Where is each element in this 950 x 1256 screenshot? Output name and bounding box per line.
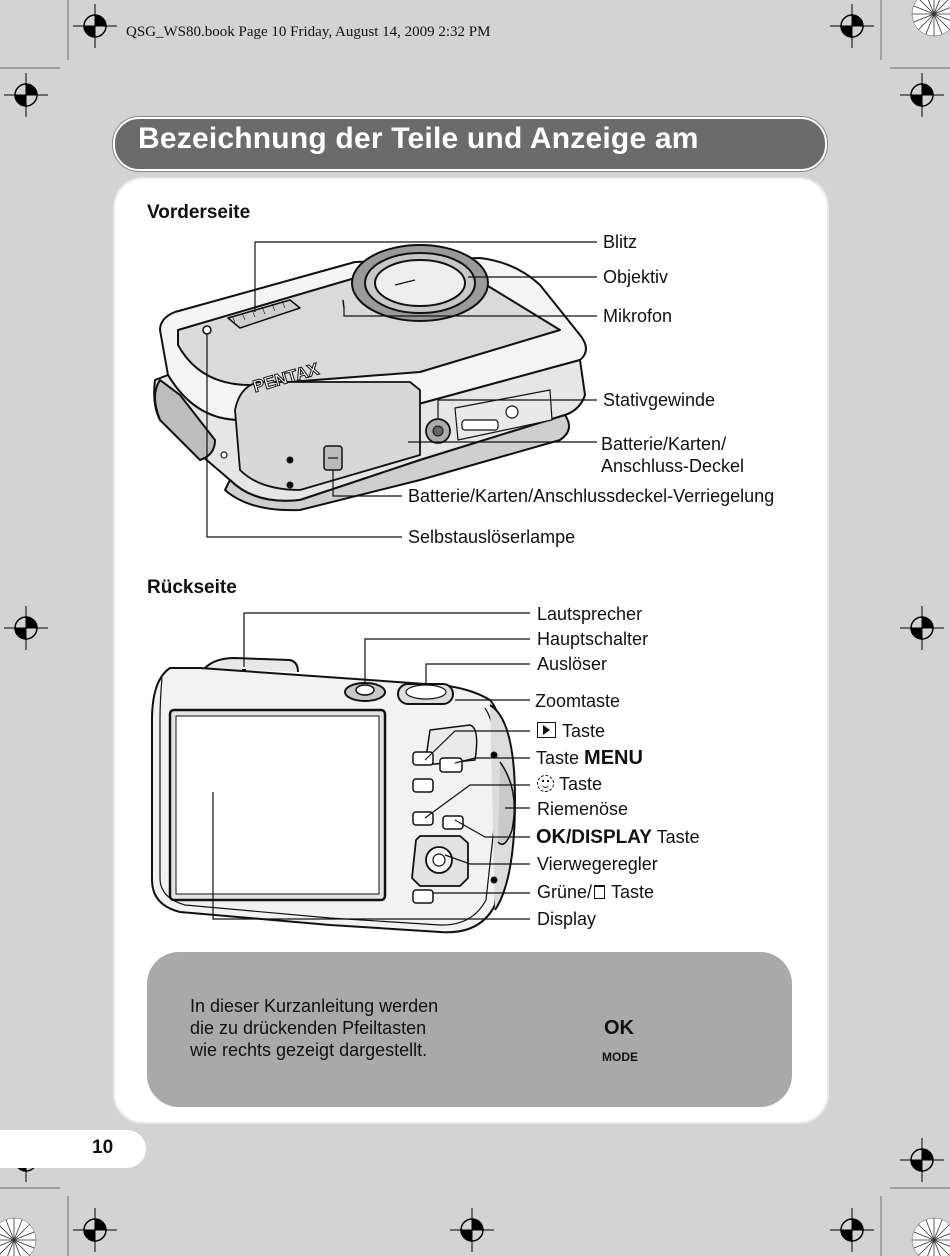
label-riemenoese: Riemenöse (537, 799, 629, 819)
trash-icon (594, 885, 606, 899)
back-camera-drawing (151, 657, 516, 934)
label-lautsprecher: Lautsprecher (537, 604, 643, 624)
label-hauptschalter: Hauptschalter (537, 629, 649, 649)
label-playback-taste: Taste (537, 720, 605, 742)
back-leader-lines (212, 612, 530, 920)
front-heading: Vorderseite (147, 202, 251, 223)
gruene-taste-text: Taste (611, 882, 655, 902)
registration-mark-icon (3, 72, 49, 118)
registration-mark-icon (899, 1137, 945, 1183)
registration-mark-icon (72, 3, 118, 49)
playback-taste-text: Taste (562, 721, 606, 741)
label-blitz: Blitz (603, 232, 638, 252)
label-display: Display (537, 909, 597, 929)
label-ok-display-taste: OK/DISPLAY Taste (536, 826, 700, 849)
page-title: Bezeichnung der Teile und Anzeige am (138, 122, 699, 155)
registration-mark-icon (72, 1207, 118, 1253)
note-box (147, 952, 792, 1107)
label-menu-taste: Taste MENU (536, 747, 643, 769)
note-line-2: die zu drückenden Pfeiltasten (190, 1018, 427, 1038)
label-selbstausloeser: Selbstauslöserlampe (408, 527, 576, 547)
label-mikrofon: Mikrofon (603, 306, 673, 326)
playback-icon (537, 722, 556, 738)
pad-ok-label: OK (604, 1017, 634, 1039)
registration-mark-icon (3, 605, 49, 651)
menu-word: MENU (584, 747, 643, 769)
page-number-tab (0, 1130, 146, 1168)
color-target-icon (911, 1217, 950, 1256)
label-vierwegeregler: Vierwegeregler (537, 854, 658, 874)
label-batterie-line2: Anschluss-Deckel (601, 456, 745, 476)
face-detection-icon (537, 775, 554, 792)
registration-mark-icon (829, 3, 875, 49)
display-word: /DISPLAY (566, 827, 652, 848)
ok-word: OK (536, 826, 566, 848)
label-zoomtaste: Zoomtaste (535, 691, 621, 711)
book-header: QSG_WS80.book Page 10 Friday, August 14,… (126, 24, 491, 40)
front-leader-lines (206, 241, 597, 538)
registration-mark-icon (449, 1207, 495, 1253)
label-gruene-taste: Grüne/Taste (537, 881, 654, 903)
registration-mark-icon (829, 1207, 875, 1253)
back-heading: Rückseite (147, 577, 237, 598)
label-batterie-line1: Batterie/Karten/ (601, 434, 727, 454)
label-face-taste: Taste (537, 773, 602, 795)
front-camera-drawing (153, 244, 587, 512)
title-bar (113, 117, 827, 171)
registration-mark-icon (899, 605, 945, 651)
label-objektiv: Objektiv (603, 267, 669, 287)
note-text: In dieser Kurzanleitung werden die zu dr… (190, 995, 438, 1061)
ok-taste-text: Taste (656, 827, 700, 847)
registration-mark-icon (899, 72, 945, 118)
face-taste-text: Taste (559, 774, 603, 794)
label-ausloeser: Auslöser (537, 654, 608, 674)
label-stativgewinde: Stativgewinde (603, 390, 716, 410)
label-verriegelung: Batterie/Karten/Anschlussdeckel-Verriege… (408, 486, 775, 506)
menu-taste-prefix: Taste (536, 748, 580, 768)
page-number: 10 (92, 1137, 114, 1158)
gruene-prefix: Grüne/ (537, 882, 593, 902)
note-line-1: In dieser Kurzanleitung werden (190, 996, 439, 1016)
color-target-icon (0, 1217, 37, 1256)
note-line-3: wie rechts gezeigt dargestellt. (190, 1040, 428, 1060)
pad-mode-label: MODE (602, 1050, 638, 1064)
color-target-icon (911, 0, 950, 37)
